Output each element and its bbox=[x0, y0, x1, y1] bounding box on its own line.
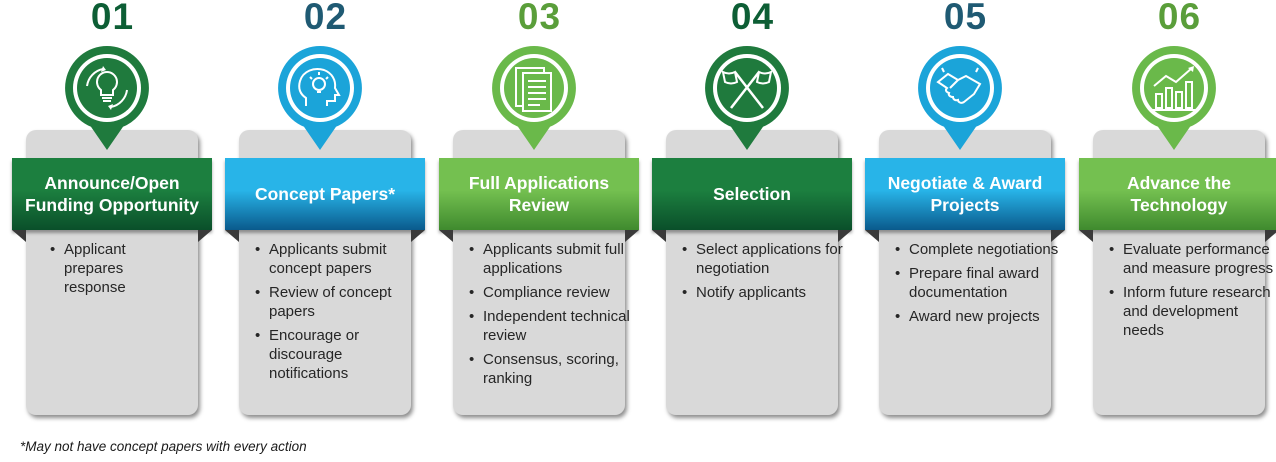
bullet-item: Prepare final award documentation bbox=[895, 264, 1063, 302]
step-number: 04 bbox=[730, 0, 775, 37]
bullet-item: Notify applicants bbox=[682, 283, 850, 302]
step-title: Full Applications Review bbox=[439, 158, 639, 230]
banner-fold bbox=[439, 230, 453, 242]
bullet-item: Independent technical review bbox=[469, 307, 637, 345]
handshake-icon bbox=[936, 67, 982, 104]
banner-fold bbox=[411, 230, 425, 242]
banner-fold bbox=[838, 230, 852, 242]
bullet-item: Compliance review bbox=[469, 283, 637, 302]
bullet-item: Applicants submit full applications bbox=[469, 240, 637, 278]
banner-fold bbox=[865, 230, 879, 242]
step-pin bbox=[918, 46, 1002, 150]
step-number: 03 bbox=[517, 0, 562, 37]
step-pin bbox=[1132, 46, 1216, 150]
documents-icon bbox=[515, 67, 552, 112]
step-bullets: Applicants submit full applicationsCompl… bbox=[469, 240, 637, 393]
step-title: Negotiate & Award Projects bbox=[865, 158, 1065, 230]
step-pin bbox=[65, 46, 149, 150]
step-number: 05 bbox=[943, 0, 988, 37]
step-bullets: Complete negotiationsPrepare final award… bbox=[895, 240, 1063, 331]
step-number: 02 bbox=[303, 0, 348, 37]
step-bullets: Applicants submit concept papersReview o… bbox=[255, 240, 423, 388]
banner-fold bbox=[1079, 230, 1093, 242]
step-bullets: Select applications for negotiationNotif… bbox=[682, 240, 850, 307]
step-number: 01 bbox=[90, 0, 135, 37]
banner-fold bbox=[198, 230, 212, 242]
bullet-item: Review of concept papers bbox=[255, 283, 423, 321]
growth-chart-icon bbox=[1152, 66, 1196, 111]
step-pin bbox=[492, 46, 576, 150]
step-title: Concept Papers* bbox=[225, 158, 425, 230]
crossed-flags-icon bbox=[721, 70, 773, 109]
step-title: Selection bbox=[652, 158, 852, 230]
banner-fold bbox=[1051, 230, 1065, 242]
step-4: 04SelectionSelect applications for negot… bbox=[646, 0, 859, 420]
bullet-item: Applicants submit concept papers bbox=[255, 240, 423, 278]
head-lightbulb-icon bbox=[298, 68, 341, 106]
bullet-item: Select applications for negotiation bbox=[682, 240, 850, 278]
banner-fold bbox=[652, 230, 666, 242]
bullet-item: Award new projects bbox=[895, 307, 1063, 326]
step-number: 06 bbox=[1157, 0, 1202, 37]
footnote: *May not have concept papers with every … bbox=[20, 439, 307, 454]
banner-fold bbox=[625, 230, 639, 242]
bullet-item: Evaluate performance and measure progres… bbox=[1109, 240, 1276, 278]
banner-fold bbox=[225, 230, 239, 242]
bullet-item: Applicant prepares response bbox=[50, 240, 168, 297]
step-title: Announce/Open Funding Opportunity bbox=[12, 158, 212, 230]
step-pin bbox=[705, 46, 789, 150]
banner-fold bbox=[12, 230, 26, 242]
bullet-item: Inform future research and development n… bbox=[1109, 283, 1276, 340]
step-pin bbox=[278, 46, 362, 150]
step-bullets: Evaluate performance and measure progres… bbox=[1109, 240, 1276, 345]
step-bullets: Applicant prepares response bbox=[50, 240, 168, 302]
banner-fold bbox=[1265, 230, 1276, 242]
bullet-item: Complete negotiations bbox=[895, 240, 1063, 259]
lightbulb-cycle-icon bbox=[86, 66, 128, 110]
bullet-item: Encourage or discourage notifications bbox=[255, 326, 423, 383]
bullet-item: Consensus, scoring, ranking bbox=[469, 350, 637, 388]
step-title: Advance the Technology bbox=[1079, 158, 1276, 230]
